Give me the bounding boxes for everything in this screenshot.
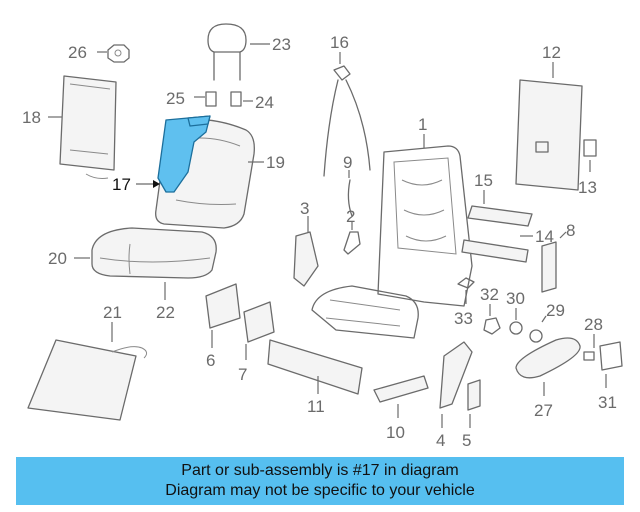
part-26-clip <box>97 44 130 63</box>
part-10-lower-cover <box>373 375 429 418</box>
parts-diagram: 26 23 25 24 18 19 17 <box>22 23 623 450</box>
part-6-panel <box>205 283 241 348</box>
part-33-cap <box>457 277 475 304</box>
label-3: 3 <box>300 199 309 218</box>
part-9-cable <box>347 170 353 217</box>
label-16: 16 <box>330 33 349 52</box>
part-1-seat-frame <box>311 134 473 339</box>
label-19: 19 <box>266 153 285 172</box>
label-14: 14 <box>535 227 554 246</box>
label-29: 29 <box>546 301 565 320</box>
label-5: 5 <box>462 431 471 450</box>
label-22: 22 <box>156 303 175 322</box>
part-15-rail <box>467 190 533 227</box>
label-23: 23 <box>272 35 291 54</box>
part-14-rail <box>461 235 533 263</box>
label-12: 12 <box>542 43 561 62</box>
banner-line-1: Part or sub-assembly is #17 in diagram <box>181 462 459 479</box>
part-11-lower-trim <box>267 339 363 395</box>
part-16-cable <box>323 52 371 177</box>
label-1: 1 <box>418 115 427 134</box>
label-20: 20 <box>48 249 67 268</box>
part-30-knob <box>509 308 523 335</box>
part-25-guide <box>194 91 217 107</box>
banner-line-2: Diagram may not be specific to your vehi… <box>165 482 475 499</box>
part-2-lever <box>343 222 361 255</box>
label-21: 21 <box>103 303 122 322</box>
label-2: 2 <box>346 207 355 226</box>
label-28: 28 <box>584 315 603 334</box>
label-9: 9 <box>343 153 352 172</box>
part-7-bracket <box>243 301 275 360</box>
part-12-back-panel <box>515 62 583 191</box>
label-7: 7 <box>238 365 247 384</box>
part-20-seat-cushion <box>74 227 217 279</box>
label-30: 30 <box>506 289 525 308</box>
label-17: 17 <box>112 175 131 194</box>
label-27: 27 <box>534 401 553 420</box>
part-8-bracket <box>541 231 567 293</box>
part-24-guide <box>230 91 253 107</box>
label-31: 31 <box>598 393 617 412</box>
label-13: 13 <box>578 178 597 197</box>
label-15: 15 <box>474 171 493 190</box>
part-5-cover <box>467 379 481 428</box>
part-32-knob <box>483 304 501 335</box>
part-4-side-cover <box>439 341 473 428</box>
label-4: 4 <box>436 431 445 450</box>
label-10: 10 <box>386 423 405 442</box>
part-18-back-panel <box>48 75 117 179</box>
info-banner: Part or sub-assembly is #17 in diagram D… <box>16 457 624 505</box>
label-24: 24 <box>255 93 274 112</box>
part-31-cap <box>599 341 623 388</box>
label-25: 25 <box>166 89 185 108</box>
label-33: 33 <box>454 309 473 328</box>
label-8: 8 <box>566 221 575 240</box>
part-13-clip <box>583 139 597 172</box>
part-21-floor-panel <box>27 322 148 421</box>
part-3-side-shield <box>293 216 319 287</box>
part-28-bolt <box>583 334 595 361</box>
part-23-headrest <box>207 23 270 81</box>
label-18: 18 <box>22 108 41 127</box>
label-11: 11 <box>307 397 325 416</box>
label-26: 26 <box>68 43 87 62</box>
part-27-armrest <box>515 337 581 396</box>
part-17-side-trim-highlighted <box>136 115 211 193</box>
label-6: 6 <box>206 351 215 370</box>
part-29-knob <box>529 315 547 343</box>
label-32: 32 <box>480 285 499 304</box>
